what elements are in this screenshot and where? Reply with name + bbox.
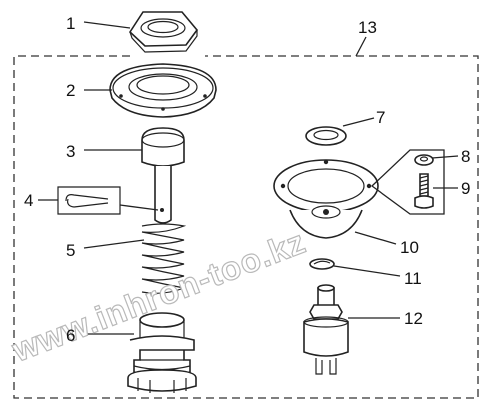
part-5-spring (141, 223, 187, 294)
label-8: 8 (461, 147, 470, 166)
label-13: 13 (358, 18, 377, 37)
label-1: 1 (66, 14, 75, 33)
part-11-clip (309, 258, 335, 270)
part-2-flange-ring (109, 63, 217, 118)
label-3: 3 (66, 142, 75, 161)
part-7-o-ring (305, 126, 347, 146)
label-5: 5 (66, 241, 75, 260)
parts-8-9-bracket (370, 149, 445, 215)
assembly-boundary (13, 55, 479, 399)
part-12-switch (303, 284, 349, 375)
part-9-bolt (414, 173, 434, 209)
label-11: 11 (404, 269, 422, 288)
label-6: 6 (66, 326, 75, 345)
label-4: 4 (24, 191, 33, 210)
part-6-bushing (127, 312, 197, 393)
leader-lines (38, 21, 459, 335)
label-7: 7 (376, 108, 385, 127)
part-1-hex-nut (128, 11, 199, 53)
part-8-washer (414, 154, 434, 166)
part-4-cotter-pin (57, 186, 159, 215)
label-12: 12 (404, 309, 423, 328)
label-2: 2 (66, 81, 75, 100)
part-3-plunger (141, 127, 185, 224)
label-9: 9 (461, 179, 470, 198)
label-10: 10 (400, 238, 419, 257)
part-10-housing-cup (273, 159, 379, 239)
